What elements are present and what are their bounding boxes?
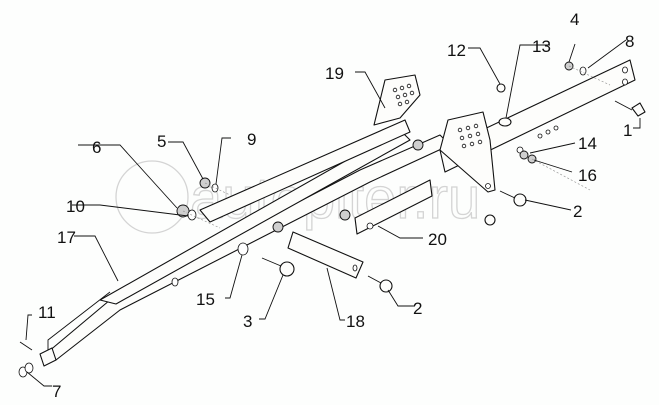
pin-13 [498, 117, 512, 127]
callout-12: 12 [447, 41, 466, 60]
callout-5: 5 [157, 132, 166, 151]
perforated-plate-19 [373, 74, 421, 126]
callout-2-upper: 2 [573, 202, 582, 221]
upper-beam [199, 119, 411, 223]
bolt-2-upper-shank [499, 190, 516, 199]
bolt-2-upper-head [513, 193, 527, 207]
ring-12 [496, 83, 506, 93]
callout-9: 9 [247, 130, 256, 149]
bolt-3-shank [261, 257, 282, 267]
plate-18 [287, 231, 364, 279]
callout-15: 15 [196, 290, 215, 309]
callout-16: 16 [578, 166, 597, 185]
nut-mid-cluster [339, 209, 351, 221]
callout-2-lower: 2 [413, 299, 422, 318]
callout-8: 8 [625, 32, 634, 51]
callout-4: 4 [570, 10, 579, 29]
bolt-3-head [279, 261, 295, 277]
perforated-plate-right [439, 111, 496, 193]
callout-7: 7 [52, 382, 61, 401]
callout-3: 3 [243, 312, 252, 331]
ring-lower-right [484, 214, 496, 226]
callout-11: 11 [38, 303, 56, 322]
fasteners [18, 61, 646, 378]
assembly-lines [182, 65, 611, 229]
plate-20 [354, 179, 433, 235]
bolt-2-lower-head [379, 279, 393, 293]
callout-17: 17 [57, 228, 76, 247]
callout-20: 20 [428, 230, 447, 249]
washer-15 [237, 242, 249, 256]
nut-left-cluster [272, 221, 284, 233]
nut-upper-cluster [412, 139, 424, 151]
callout-10: 10 [66, 197, 85, 216]
watermark-logo-icon [115, 160, 189, 234]
callout-1: 1 [623, 121, 632, 140]
washer-9 [211, 183, 219, 193]
bolt-1-shank [614, 100, 633, 111]
callout-6: 6 [92, 138, 101, 157]
callout-19: 19 [325, 64, 344, 83]
bolt-2-lower-shank [367, 275, 382, 284]
callout-18: 18 [346, 312, 365, 331]
nut-14 [519, 150, 529, 160]
callout-labels: 1 2 2 3 4 5 6 7 8 9 10 11 12 13 14 15 16… [38, 10, 634, 401]
bolt-1-head [631, 102, 646, 117]
pin-11 [19, 341, 33, 351]
leader-lines [25, 39, 641, 387]
callout-14: 14 [578, 134, 597, 153]
ring-7b [24, 362, 34, 374]
callout-13: 13 [532, 37, 551, 56]
